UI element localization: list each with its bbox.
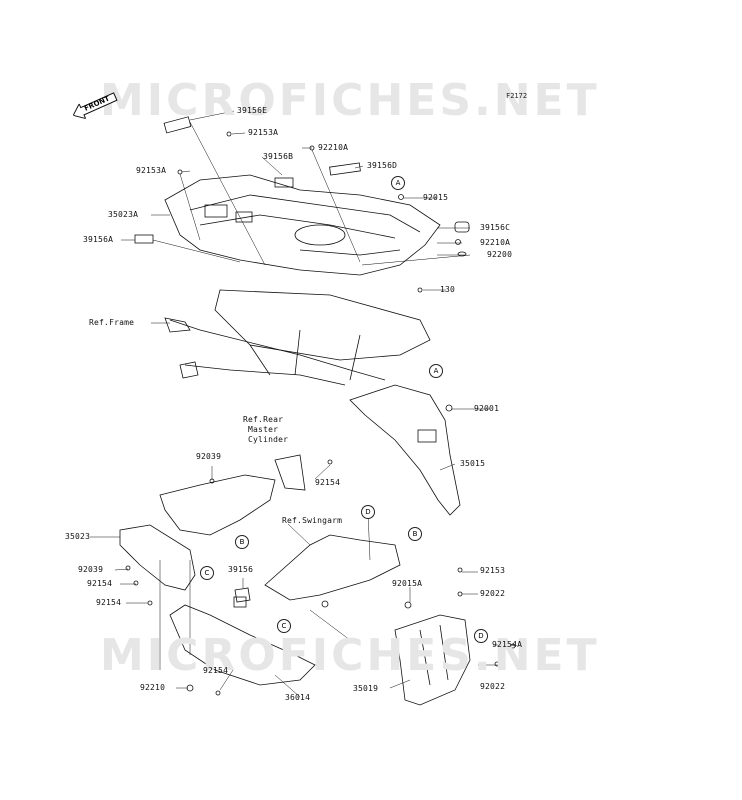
part-39156A: [134, 234, 154, 244]
figure-code: F2172: [506, 92, 528, 100]
label-36014: 36014: [285, 693, 311, 702]
label-35023: 35023: [65, 532, 91, 541]
label-39156E: 39156E: [237, 106, 268, 115]
label-92154A: 92154A: [492, 640, 523, 649]
watermark-bottom: MICROFICHES.NET: [100, 630, 600, 681]
label-39156: 39156: [228, 565, 254, 574]
label-35023A: 35023A: [108, 210, 139, 219]
label-92039: 92039: [196, 452, 222, 461]
label-39156A: 39156A: [83, 235, 114, 244]
label-92022: 92022: [480, 589, 506, 598]
label-ref-rear-master-cylinder: Ref.Rear Master Cylinder: [243, 415, 289, 444]
rear-tray-35023A: [164, 174, 441, 276]
label-92001: 92001: [474, 404, 500, 413]
front-arrow-icon: FRONT: [70, 88, 120, 122]
part-39156B: [274, 177, 294, 188]
frame-lower: [169, 319, 386, 381]
label-92039-2: 92039: [78, 565, 104, 574]
ref-circle-c-left: C: [200, 566, 214, 580]
part-39156E: [163, 116, 192, 134]
label-39156C: 39156C: [480, 223, 511, 232]
label-92153: 92153: [480, 566, 506, 575]
hugger-upper: [159, 474, 276, 536]
part-39156: [234, 587, 251, 603]
label-92015: 92015: [423, 193, 449, 202]
label-92154-3: 92154: [96, 598, 122, 607]
ref-circle-d-bottom: D: [474, 629, 488, 643]
label-35019: 35019: [353, 684, 379, 693]
part-39156D: [329, 162, 361, 176]
label-130: 130: [440, 285, 456, 294]
rear-fender-35015: [349, 384, 461, 516]
label-39156D: 39156D: [367, 161, 398, 170]
ref-circle-d-top: D: [361, 505, 375, 519]
label-92210: 92210: [140, 683, 166, 692]
label-92210A-2: 92210A: [480, 238, 511, 247]
label-ref-swingarm: Ref.Swingarm: [282, 516, 343, 525]
label-39156B: 39156B: [263, 152, 294, 161]
label-92153A-2: 92153A: [136, 166, 167, 175]
label-92200: 92200: [487, 250, 513, 259]
label-92154: 92154: [315, 478, 341, 487]
label-92210A: 92210A: [318, 143, 349, 152]
ref-circle-c-right: C: [277, 619, 291, 633]
ref-circle-b-right: B: [408, 527, 422, 541]
watermark-top: MICROFICHES.NET: [100, 75, 600, 126]
side-cover-35023: [119, 524, 196, 591]
ref-circle-a-top: A: [391, 176, 405, 190]
mudguard-bracket: [264, 534, 401, 601]
ref-circle-a-bottom: A: [429, 364, 443, 378]
chain-cover-36014: [169, 604, 316, 686]
part-39156C: [454, 221, 470, 233]
ref-circle-b-left: B: [235, 535, 249, 549]
frame-upper: [214, 289, 431, 361]
label-92015A: 92015A: [392, 579, 423, 588]
label-92153A: 92153A: [248, 128, 279, 137]
label-35015: 35015: [460, 459, 486, 468]
label-92022-2: 92022: [480, 682, 506, 691]
label-ref-frame: Ref.Frame: [89, 318, 135, 327]
label-92154-4: 92154: [203, 666, 229, 675]
mudguard-35019: [394, 614, 471, 706]
label-92154-2: 92154: [87, 579, 113, 588]
